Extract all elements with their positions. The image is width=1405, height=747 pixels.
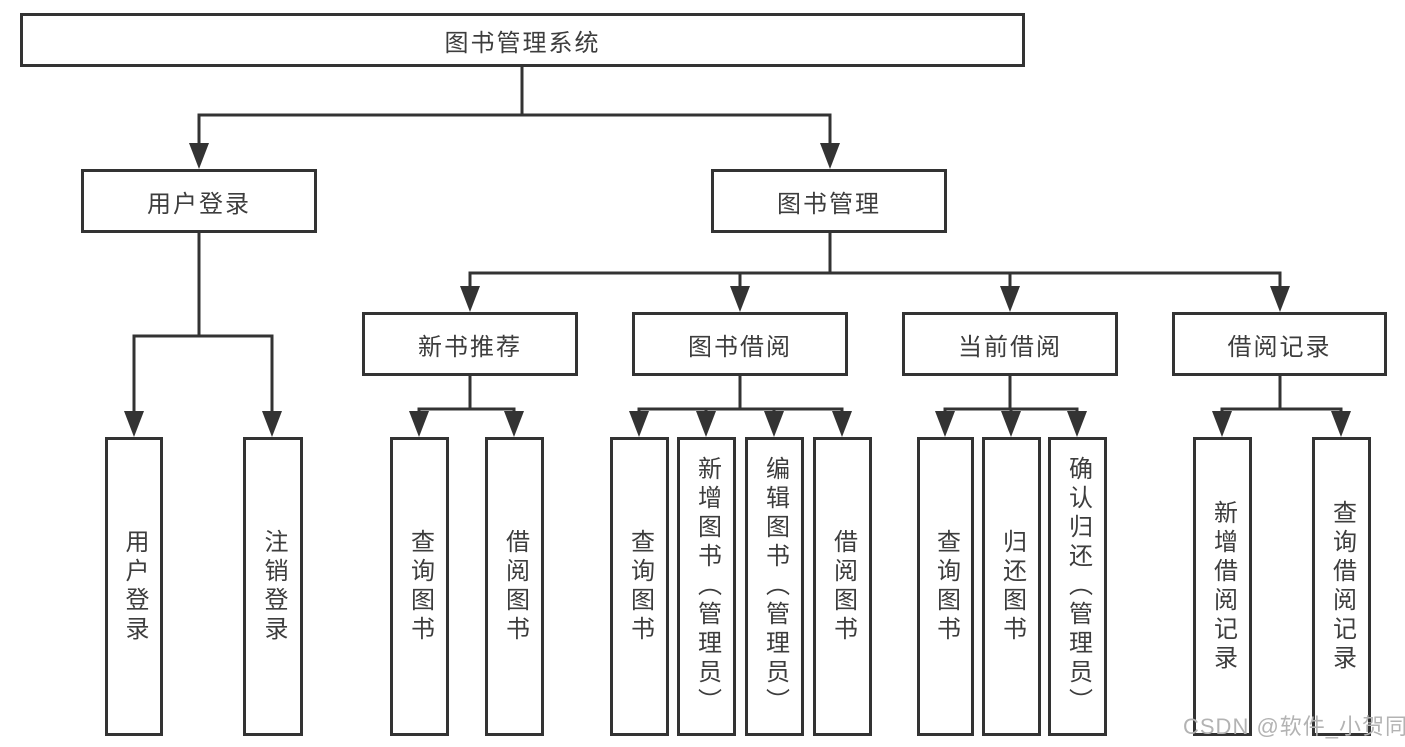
leaf-query-borrow-record: 查询借阅记录	[1312, 437, 1371, 736]
node-new-book-recommendation-label: 新书推荐	[418, 333, 522, 361]
leaf-confirm-return-admin: 确认归还（管理员）	[1048, 437, 1107, 736]
node-current-borrowing: 当前借阅	[902, 312, 1118, 376]
elbow-connectors	[132, 65, 1343, 422]
leaf-query-books-current: 查询图书	[917, 437, 974, 736]
leaf-edit-book-admin: 编辑图书（管理员）	[745, 437, 804, 736]
leaf-query-books-borrowing-label: 查询图书	[626, 528, 654, 645]
node-book-borrowing: 图书借阅	[632, 312, 848, 376]
leaf-add-borrow-record: 新增借阅记录	[1193, 437, 1252, 736]
node-library-management-system: 图书管理系统	[20, 13, 1025, 67]
csdn-watermark: CSDN @软件_小贺同学	[1183, 714, 1405, 739]
leaf-logout: 注销登录	[243, 437, 303, 736]
leaf-query-borrow-record-label: 查询借阅记录	[1328, 499, 1356, 674]
node-borrowing-records-label: 借阅记录	[1227, 333, 1332, 361]
leaf-return-book-label: 归还图书	[998, 528, 1026, 645]
leaf-borrow-books-recommend: 借阅图书	[485, 437, 544, 736]
node-book-management-label: 图书管理	[777, 190, 881, 218]
node-current-borrowing-label: 当前借阅	[958, 333, 1062, 361]
arrowheads	[124, 143, 1351, 437]
leaf-query-books-recommend: 查询图书	[390, 437, 449, 736]
node-library-management-system-label: 图书管理系统	[444, 29, 601, 57]
leaf-query-books-recommend-label: 查询图书	[406, 528, 434, 645]
leaf-user-login-label: 用户登录	[121, 528, 148, 645]
leaf-query-books-current-label: 查询图书	[932, 528, 960, 645]
leaf-return-book: 归还图书	[982, 437, 1041, 736]
node-borrowing-records: 借阅记录	[1172, 312, 1387, 376]
leaf-user-login: 用户登录	[105, 437, 163, 736]
leaf-borrow-books-borrowing-label: 借阅图书	[829, 528, 857, 645]
leaf-add-book-admin: 新增图书（管理员）	[677, 437, 736, 736]
leaf-borrow-books-borrowing: 借阅图书	[813, 437, 872, 736]
leaf-borrow-books-recommend-label: 借阅图书	[501, 528, 529, 645]
leaf-edit-book-admin-label: 编辑图书（管理员）	[761, 456, 789, 717]
leaf-add-borrow-record-label: 新增借阅记录	[1209, 499, 1237, 674]
node-new-book-recommendation: 新书推荐	[362, 312, 578, 376]
node-user-login: 用户登录	[81, 169, 317, 233]
leaf-query-books-borrowing: 查询图书	[610, 437, 669, 736]
node-book-management: 图书管理	[711, 169, 947, 233]
node-book-borrowing-label: 图书借阅	[688, 333, 792, 361]
leaf-logout-label: 注销登录	[260, 528, 287, 645]
leaf-add-book-admin-label: 新增图书（管理员）	[693, 456, 721, 717]
node-user-login-label: 用户登录	[147, 190, 251, 218]
leaf-confirm-return-admin-label: 确认归还（管理员）	[1064, 456, 1092, 717]
